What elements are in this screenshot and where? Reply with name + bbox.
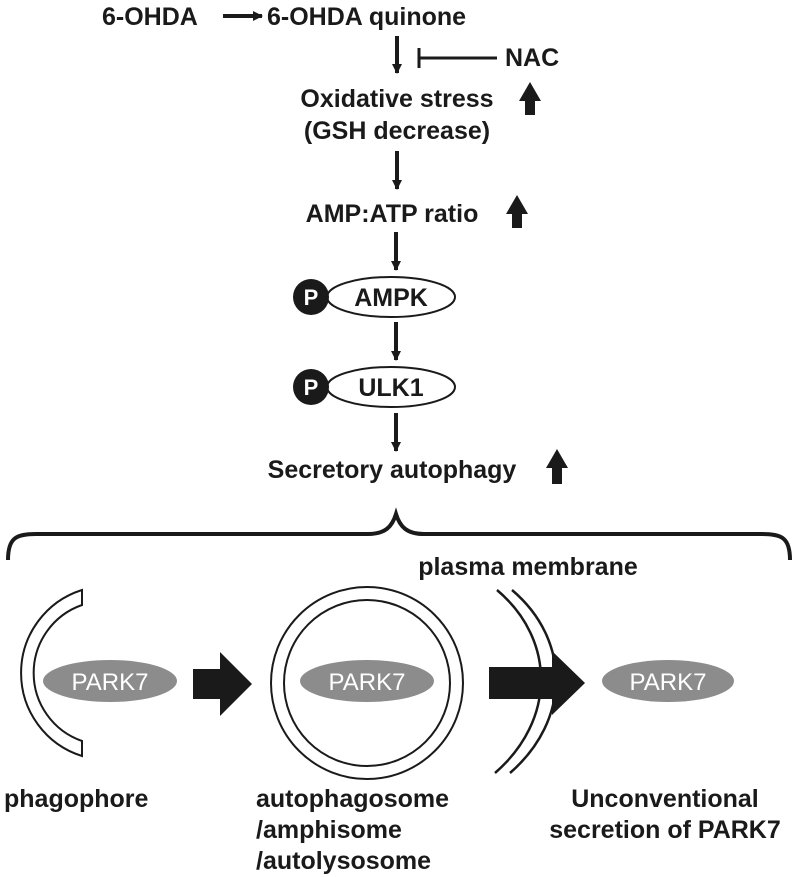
label-secretion-of-park7: secretion of PARK7 xyxy=(549,816,781,844)
label-amphisome: /amphisome xyxy=(256,816,402,844)
curly-brace xyxy=(6,507,792,561)
label-plasma-membrane: plasma membrane xyxy=(418,553,638,581)
label-amp-atp-ratio: AMP:ATP ratio xyxy=(306,200,479,228)
park7-protein xyxy=(43,660,177,702)
label-park7: PARK7 xyxy=(329,669,406,696)
label-phagophore: phagophore xyxy=(4,785,149,813)
autophagosome-outer-membrane xyxy=(270,586,464,780)
label-gsh-decrease: (GSH decrease) xyxy=(304,117,490,145)
phospho-circle xyxy=(293,369,329,405)
label-park7: PARK7 xyxy=(72,669,149,696)
block-arrow-right-icon xyxy=(193,652,252,716)
phospho-circle xyxy=(293,279,329,315)
label-6-ohda-quinone: 6-OHDA quinone xyxy=(267,3,466,31)
label-unconventional: Unconventional xyxy=(571,785,759,813)
phospho-label: P xyxy=(304,285,319,310)
up-arrow-icon xyxy=(519,82,541,115)
park7-protein xyxy=(602,660,734,702)
phagophore-membrane xyxy=(20,588,83,758)
label-secretory-autophagy: Secretory autophagy xyxy=(268,456,517,484)
label-oxidative-stress: Oxidative stress xyxy=(300,85,493,113)
label-autophagosome: autophagosome xyxy=(256,785,449,813)
up-arrow-icon xyxy=(546,449,568,484)
label-6-ohda: 6-OHDA xyxy=(102,3,198,31)
park7-protein xyxy=(300,660,434,702)
label-nac: NAC xyxy=(505,44,559,72)
block-arrow-right-icon xyxy=(489,651,585,715)
up-arrow-icon xyxy=(506,195,528,228)
label-autolysosome: /autolysosome xyxy=(256,847,431,875)
autophagosome-inner-membrane xyxy=(283,599,451,767)
label-ulk1: ULK1 xyxy=(358,374,423,402)
label-park7: PARK7 xyxy=(630,669,707,696)
label-ampk: AMPK xyxy=(354,284,428,312)
phospho-label: P xyxy=(304,375,319,400)
